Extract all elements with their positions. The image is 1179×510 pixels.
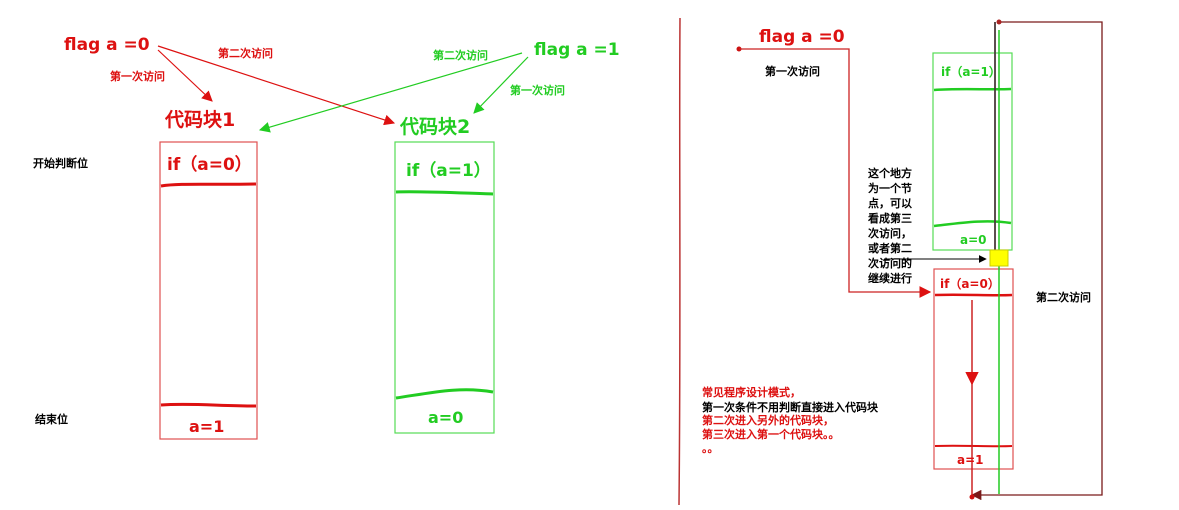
node-note-line: 继续进行 [868,271,912,285]
node-note-line: 这个地方 [868,166,912,180]
start-label: 开始判断位 [33,156,88,170]
right-green-condition: if（a=1） [941,64,1001,79]
arrow-flag1-to-block2 [473,56,529,114]
right-outer-loop-path [970,21,1103,501]
right-first-visit-path [739,48,932,298]
right-node-marker [989,249,1009,267]
right-second-visit-label: 第二次访问 [1036,290,1091,304]
right-flag0-label: flag a =0 [759,27,845,47]
right-green-top-divider [933,87,1012,92]
right-green-box [932,52,1013,251]
node-note-line: 为一个节 [868,181,912,195]
block1-bottom-divider [160,402,257,408]
right-red-top-divider [934,293,1013,297]
right-first-visit-label: 第一次访问 [765,64,820,78]
right-red-box [933,268,1014,470]
block2-title: 代码块2 [399,116,470,138]
node-note-line: 点，可以 [868,196,912,210]
pattern-note-line: 第三次进入第一个代码块。。 [702,427,840,441]
left-first-visit-green: 第一次访问 [510,83,565,97]
right-red-bottom-divider [934,444,1013,448]
arrow-flag0-to-block2 [157,45,396,126]
block2-condition: if（a=1） [406,160,491,181]
right-red-condition: if（a=0） [940,276,1000,291]
pattern-note-line: 第一次条件不用判断直接进入代码块 [702,400,879,414]
left-flag1-label: flag a =1 [534,40,620,60]
right-end-dot [969,494,975,500]
block1-box [159,141,258,440]
node-note-line: 次访问， [868,226,912,240]
node-note-line: 次访问的 [868,256,912,270]
pattern-note-line: 常见程序设计模式， [702,385,801,399]
right-green-end-value: a=0 [960,233,987,247]
right-loop-top-dot [996,19,1002,25]
arrow-flag0-to-block1 [157,49,213,102]
right-node-note: 这个地方 为一个节 点，可以 看成第三 次访问， 或者第二 次访问的 继续进行 [868,166,912,285]
block1-condition: if（a=0） [167,154,252,175]
block2-end-value: a=0 [428,408,463,427]
right-green-bottom-divider [933,220,1012,228]
block2-bottom-divider [395,388,494,400]
pattern-note-line: 。。 [702,442,719,455]
block1-title: 代码块1 [164,109,235,131]
block1-top-divider [160,182,257,188]
left-second-visit-red: 第二次访问 [218,46,273,60]
end-label: 结束位 [34,412,68,426]
block1-end-value: a=1 [189,417,224,436]
pattern-note-line: 第二次进入另外的代码块， [702,413,834,427]
left-flag0-label: flag a =0 [64,35,150,55]
block2-box [394,141,495,434]
arrow-flag1-to-block1 [258,52,523,133]
node-note-line: 看成第三 [868,211,912,225]
vertical-divider [678,17,681,506]
right-pattern-note: 常见程序设计模式， 第一次条件不用判断直接进入代码块 第二次进入另外的代码块， … [702,385,879,455]
left-first-visit-red: 第一次访问 [110,69,165,83]
left-second-visit-green: 第二次访问 [433,48,488,62]
node-note-line: 或者第二 [868,241,912,255]
block2-top-divider [395,190,494,196]
right-red-end-value: a=1 [957,453,984,467]
